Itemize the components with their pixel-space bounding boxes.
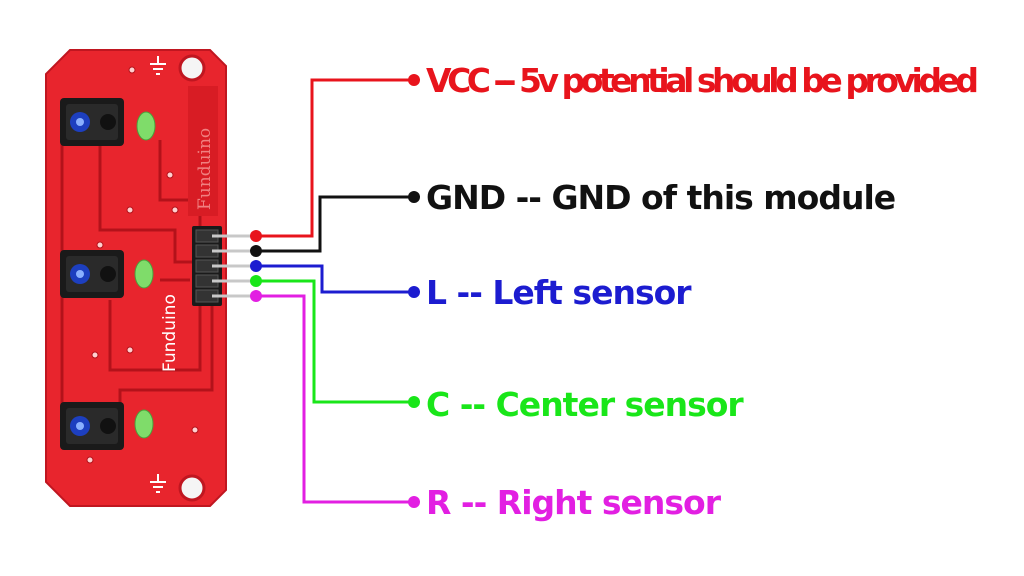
pin-label-gnd: GND -- GND of this module	[426, 178, 895, 217]
brand-front-label: Funduino	[160, 294, 180, 372]
ground-symbol-icon	[150, 56, 166, 493]
wire-vcc	[256, 78, 412, 238]
pin-dot-gnd	[250, 245, 262, 257]
ir-receiver-icon	[100, 266, 116, 282]
pcb-vias	[86, 66, 199, 464]
wire-gnd	[256, 195, 412, 253]
ir-receiver-icon	[100, 418, 116, 434]
pin-dot-right	[250, 290, 262, 302]
ir-sensor-3	[60, 402, 124, 450]
mounting-hole	[178, 54, 206, 82]
pin-label-center: C -- Center sensor	[426, 385, 744, 424]
ir-receiver-icon	[100, 114, 116, 130]
pin-dot-left	[250, 260, 262, 272]
led-1	[136, 111, 156, 141]
wire-end-dot-right	[408, 496, 420, 508]
pin-label-right: R -- Right sensor	[426, 483, 722, 522]
wire-right	[256, 294, 412, 504]
pin-wires	[250, 74, 420, 508]
sensor-module-board: Funduino Funduino	[45, 49, 252, 507]
mounting-hole	[178, 474, 206, 502]
wire-center	[256, 279, 412, 404]
led-3	[134, 409, 154, 439]
led-2	[134, 259, 154, 289]
wire-end-dot-gnd	[408, 191, 420, 203]
pin-dot-center	[250, 275, 262, 287]
pin-labels: VCC -- 5v potential should be providedGN…	[426, 61, 979, 522]
pin-label-vcc: VCC -- 5v potential should be provided	[426, 61, 978, 100]
pin-header	[192, 226, 252, 306]
ir-sensor-1	[60, 98, 124, 146]
pin-label-left: L -- Left sensor	[426, 273, 692, 312]
brand-side-label: Funduino	[195, 128, 215, 210]
ir-sensor-2	[60, 250, 124, 298]
wire-end-dot-center	[408, 396, 420, 408]
pin-dot-vcc	[250, 230, 262, 242]
brand-side-panel	[188, 86, 218, 216]
wire-end-dot-left	[408, 286, 420, 298]
wire-end-dot-vcc	[408, 74, 420, 86]
wire-left	[256, 264, 412, 294]
